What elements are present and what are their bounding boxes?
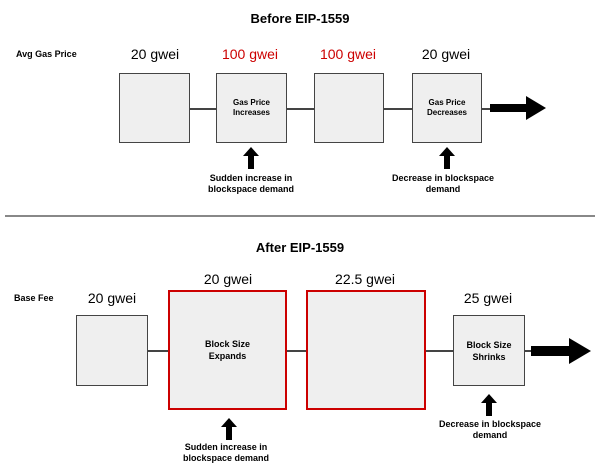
after-up-arrow-1-icon [221, 418, 237, 440]
after-block-2-text: Block Size Expands [204, 339, 251, 361]
after-block-1 [76, 315, 148, 386]
after-title: After EIP-1559 [255, 240, 345, 255]
after-price-1: 20 gwei [87, 290, 137, 306]
before-title: Before EIP-1559 [250, 11, 350, 26]
after-connector-4 [525, 350, 533, 352]
base-fee-label: Base Fee [14, 293, 54, 303]
before-price-2: 100 gwei [221, 46, 279, 62]
after-price-4: 25 gwei [463, 290, 513, 306]
before-up-arrow-2-icon [439, 147, 455, 169]
after-connector-3 [426, 350, 453, 352]
before-block-1 [119, 73, 190, 143]
after-up-arrow-2-icon [481, 394, 497, 416]
before-connector-3 [384, 108, 412, 110]
after-price-2: 20 gwei [203, 271, 253, 287]
after-block-3 [306, 290, 426, 410]
avg-gas-price-label: Avg Gas Price [16, 49, 77, 59]
before-block-3 [314, 73, 384, 143]
before-block-2: Gas Price Increases [216, 73, 287, 143]
before-connector-1 [190, 108, 216, 110]
section-divider [5, 215, 595, 217]
before-price-1: 20 gwei [130, 46, 180, 62]
before-block-2-text: Gas Price Increases [233, 98, 270, 117]
before-up-arrow-1-icon [243, 147, 259, 169]
after-note-1: Sudden increase in blockspace demand [182, 442, 270, 463]
after-block-2: Block Size Expands [168, 290, 287, 410]
before-connector-4 [482, 108, 492, 110]
after-connector-2 [287, 350, 306, 352]
before-note-2: Decrease in blockspace demand [391, 173, 495, 194]
after-block-4-text: Block Size Shrinks [466, 339, 512, 362]
after-price-3: 22.5 gwei [335, 271, 395, 287]
before-block-4: Gas Price Decreases [412, 73, 482, 143]
after-connector-1 [148, 350, 168, 352]
before-note-1: Sudden increase in blockspace demand [207, 173, 295, 194]
before-right-arrow-icon [490, 96, 546, 120]
before-connector-2 [287, 108, 314, 110]
before-price-4: 20 gwei [421, 46, 471, 62]
after-note-2: Decrease in blockspace demand [438, 419, 542, 440]
after-right-arrow-icon [531, 338, 591, 364]
before-block-4-text: Gas Price Decreases [426, 98, 468, 117]
after-block-4: Block Size Shrinks [453, 315, 525, 386]
before-price-3: 100 gwei [319, 46, 377, 62]
